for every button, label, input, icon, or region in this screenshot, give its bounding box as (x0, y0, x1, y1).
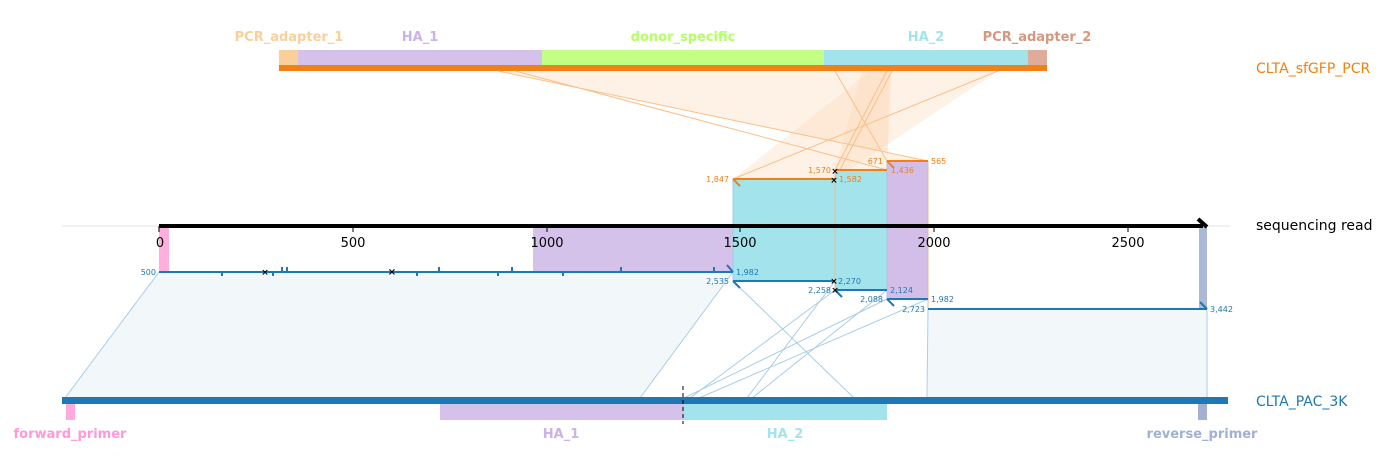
bottom-alignment-position-label: 1,982 (931, 295, 954, 304)
bottom-feature-label-ha1: HA_1 (543, 427, 580, 442)
bottom-alignment-segments: × × × × 500 1,982 2,535 2,270 2,258 2,12… (141, 264, 1233, 314)
axis-tick-label: 500 (341, 236, 366, 251)
top-alignment-segments: × × 1,847 1,570 1,582 671 1,436 565 (706, 157, 946, 187)
bottom-connection-fan (928, 309, 1207, 398)
top-alignment-arrow (886, 160, 895, 169)
bottom-alignment-position-label: 1,982 (736, 268, 759, 277)
top-connection-line (834, 70, 893, 180)
read-direction-arrow-icon (1196, 217, 1209, 229)
top-connection-line (834, 70, 888, 171)
bottom-alignment-arrow (732, 280, 741, 289)
bottom-reference-track: forward_primer HA_1 HA_2 reverse_primer … (14, 386, 1348, 442)
bottom-connection-line (926, 308, 929, 399)
bottom-connection-line (64, 271, 160, 399)
read-highlight-blocks (159, 161, 1207, 309)
top-feature-label-ha2: HA_2 (908, 30, 945, 45)
mismatch-marker-icon: × (830, 277, 838, 287)
bottom-alignment-position-label: 2,258 (808, 286, 831, 295)
axis-tick-label: 0 (156, 236, 164, 251)
top-alignment-position-label: 671 (868, 157, 883, 166)
mismatch-marker-icon: × (831, 286, 839, 296)
top-reference-bar (279, 65, 1047, 71)
axis-tick-label: 2000 (917, 236, 950, 251)
bottom-alignment-arrow (834, 289, 843, 298)
bottom-alignment-position-label: 2,723 (902, 305, 925, 314)
top-track-name: CLTA_sfGFP_PCR (1256, 61, 1370, 77)
bottom-track-name: CLTA_PAC_3K (1256, 394, 1348, 410)
bottom-connection-line (751, 289, 888, 399)
bottom-feature-reverse-primer-block (1198, 403, 1207, 420)
top-feature-label-ha1: HA_1 (402, 30, 439, 45)
bottom-alignment-position-label: 2,535 (706, 277, 729, 286)
top-feature-ha1-block (298, 50, 542, 66)
sequencing-read-track: 0 500 1000 1500 2000 2500 sequencing rea… (62, 217, 1372, 251)
bottom-alignment-position-label: 2,088 (860, 295, 883, 304)
bottom-feature-ha1-block (440, 403, 684, 420)
axis-tick-label: 1500 (723, 236, 756, 251)
mismatch-marker-icon: × (830, 176, 838, 186)
top-feature-ha2-block (824, 50, 1028, 66)
top-feature-label-pcr-adapter-2: PCR_adapter_2 (983, 30, 1092, 45)
bottom-reference-bar (62, 397, 1228, 404)
bottom-connection-line (732, 280, 855, 399)
read-ha2-region (733, 179, 835, 281)
bottom-alignment-position-label: 500 (141, 268, 156, 277)
read-ha2-region (835, 170, 887, 290)
read-ha1-region (533, 227, 733, 272)
top-connection-line (732, 70, 999, 180)
bottom-connection-line (683, 298, 888, 399)
bottom-connection-line (639, 271, 734, 399)
mismatch-marker-icon: × (831, 167, 839, 177)
bottom-feature-label-forward-primer: forward_primer (14, 427, 128, 442)
top-alignment-position-label: 1,582 (839, 175, 862, 184)
bottom-alignment-arrow (726, 264, 734, 273)
indel-ticks (221, 267, 715, 276)
top-feature-label-pcr-adapter-1: PCR_adapter_1 (235, 30, 344, 45)
top-alignment-position-label: 1,570 (808, 166, 831, 175)
bottom-feature-ha2-block (684, 403, 887, 420)
top-feature-label-donor-specific: donor_specific (631, 30, 736, 45)
top-alignment-position-label: 1,436 (891, 166, 914, 175)
read-forward-primer-region (159, 227, 169, 272)
top-feature-pcr-adapter-2-block (1028, 50, 1047, 66)
bottom-feature-label-reverse-primer: reverse_primer (1147, 427, 1259, 442)
read-ha1-region (887, 161, 928, 299)
bottom-connection-line (746, 280, 836, 399)
bottom-alignment-arrow (1199, 301, 1208, 310)
middle-track-name: sequencing read (1256, 218, 1372, 234)
axis-tick-label: 1000 (530, 236, 563, 251)
bottom-feature-forward-primer-block (66, 403, 75, 420)
top-connection-line (514, 70, 888, 171)
bottom-connection-line (698, 298, 929, 399)
top-feature-donor-specific-block (542, 50, 824, 66)
bottom-feature-label-ha2: HA_2 (767, 427, 804, 442)
bottom-connection-fan (65, 272, 733, 398)
axis-tick-label: 2500 (1111, 236, 1144, 251)
top-connection-line (834, 70, 888, 162)
top-alignment-arrow (732, 178, 741, 187)
top-feature-pcr-adapter-1-block (279, 50, 298, 66)
bottom-alignment-position-label: 2,270 (838, 277, 861, 286)
mismatch-marker-icon: × (388, 267, 396, 278)
mismatch-marker-icon: × (261, 268, 269, 278)
top-alignment-position-label: 565 (931, 157, 946, 166)
top-alignment-connections (497, 70, 999, 180)
bottom-alignment-connections (64, 271, 1208, 399)
read-reverse-primer-region (1199, 227, 1207, 309)
bottom-alignment-position-label: 3,442 (1210, 305, 1233, 314)
bottom-alignment-arrow (886, 298, 895, 307)
top-reference-track: PCR_adapter_1 HA_1 donor_specific HA_2 P… (235, 30, 1371, 77)
bottom-alignment-position-label: 2,124 (890, 286, 913, 295)
top-alignment-position-label: 1,847 (706, 175, 729, 184)
bottom-connection-line (689, 289, 836, 399)
